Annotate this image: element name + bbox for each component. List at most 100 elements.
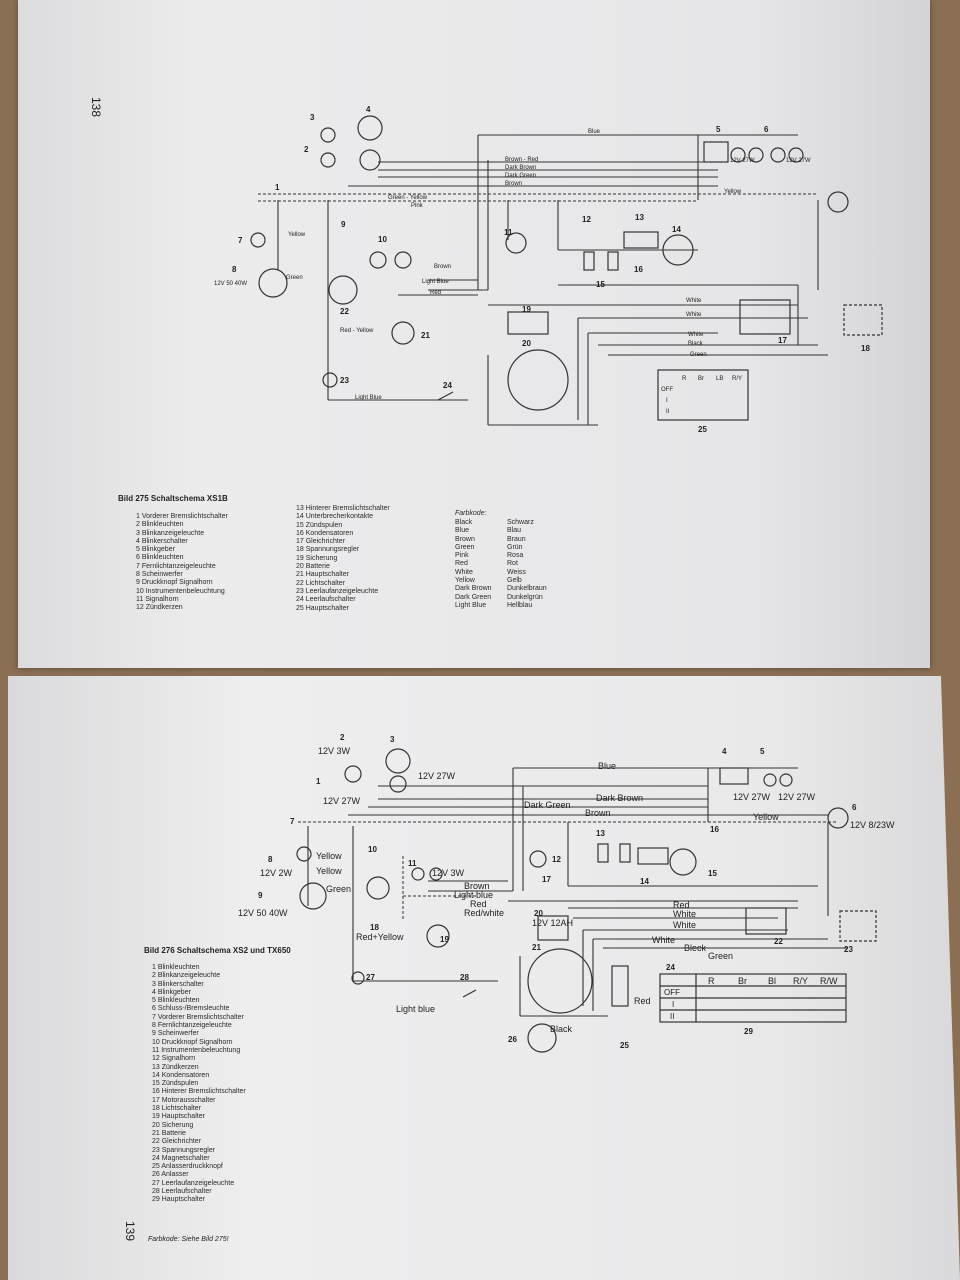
svg-text:20: 20 [522, 339, 531, 348]
svg-text:6: 6 [764, 125, 769, 134]
harness-wires [258, 134, 828, 426]
svg-text:12V 8/23W: 12V 8/23W [850, 820, 895, 830]
svg-text:R: R [682, 376, 687, 382]
svg-text:Yellow: Yellow [316, 851, 342, 861]
components [250, 115, 883, 421]
svg-text:12V 2W: 12V 2W [260, 868, 293, 878]
wire-label: White [688, 332, 704, 338]
svg-text:12V 27W: 12V 27W [323, 796, 361, 806]
legend-column-1: 1 Vorderer Bremslichtschalter 2 Blinkleu… [136, 513, 228, 613]
svg-text:Brown: Brown [464, 881, 490, 891]
svg-text:14: 14 [672, 225, 681, 234]
svg-text:White: White [673, 920, 696, 930]
wire-label: Green [286, 275, 303, 281]
svg-text:18: 18 [370, 923, 379, 932]
wire-label: Brown [434, 264, 451, 270]
legend-item: 23 Leerlaufanzeigeleuchte [296, 587, 379, 595]
svg-text:25: 25 [698, 425, 707, 434]
svg-text:2: 2 [340, 733, 345, 742]
legend-item: 2 Blinkanzeigeleuchte [152, 972, 221, 980]
svg-text:19: 19 [440, 935, 449, 944]
svg-text:Bleck: Bleck [684, 943, 707, 953]
svg-text:17: 17 [542, 875, 551, 884]
svg-text:7: 7 [290, 817, 295, 826]
legend-item: 8 Fernlichtanzeigeleuchte [152, 1022, 232, 1030]
svg-text:Red/white: Red/white [464, 908, 504, 918]
svg-text:12: 12 [552, 855, 561, 864]
color-code-reference: Farbkode: Siehe Bild 275! [148, 1236, 229, 1243]
svg-text:9: 9 [341, 220, 346, 229]
svg-text:White: White [673, 909, 696, 919]
color-code-title: Farbkode: [455, 510, 487, 517]
legend-item: 10 Druckknopf Signalhorn [152, 1038, 233, 1046]
legend-item: 18 Spannungsregler [296, 546, 360, 554]
wire-label: Pink [411, 203, 424, 209]
legend-item: 16 Hinterer Bremslichtschalter [152, 1088, 246, 1096]
svg-text:22: 22 [774, 937, 783, 946]
legend-item: 25 Hauptschalter [296, 604, 349, 612]
svg-text:12V 27W: 12V 27W [730, 158, 755, 164]
legend-item: 13 Zündkerzen [152, 1063, 199, 1071]
svg-text:OFF: OFF [661, 387, 673, 393]
legend-item: 20 Batterie [296, 563, 330, 571]
svg-text:II: II [666, 409, 670, 415]
legend-item: 9 Druckknopf Signalhorn [136, 579, 213, 587]
color-code-english: Black Blue Brown Green Pink Red White Ye… [455, 519, 492, 609]
wire-label: Dark Brown [505, 165, 536, 171]
svg-text:II: II [670, 1012, 674, 1021]
legend-item: 12 Zündkerzen [136, 604, 183, 612]
svg-text:12V 27W: 12V 27W [733, 792, 771, 802]
legend-item: 27 Leerlaufanzeigeleuchte [152, 1179, 235, 1187]
legend-item: 24 Leerlaufschalter [296, 596, 356, 604]
legend-item: 3 Blinkanzeigeleuchte [136, 529, 205, 537]
svg-text:9: 9 [258, 891, 263, 900]
svg-text:26: 26 [508, 1035, 517, 1044]
wire-label: Yellow [288, 232, 306, 238]
legend-item: 12 Signalhorn [152, 1055, 196, 1063]
wire-labels: Blue Dark Brown Dark Green Brown Yellow … [316, 761, 779, 1034]
svg-text:LB: LB [716, 376, 723, 382]
legend-item: 10 Instrumentenbeleuchtung [136, 587, 225, 595]
svg-text:12V 12AH: 12V 12AH [532, 918, 573, 928]
svg-text:16: 16 [634, 265, 643, 274]
svg-text:Brown: Brown [585, 808, 611, 818]
switch-table-29: R Br Bl R/Y R/W OFF I II [660, 974, 846, 1022]
page-138: 138 [18, 0, 930, 668]
svg-text:8: 8 [268, 855, 273, 864]
wire-label: Black [688, 341, 704, 347]
svg-text:R: R [708, 976, 715, 986]
svg-text:Dark Green: Dark Green [524, 800, 571, 810]
legend-item: 5 Blinkleuchten [152, 997, 200, 1005]
wire-label: Green [690, 352, 707, 358]
svg-text:15: 15 [708, 869, 717, 878]
harness-wires [298, 767, 848, 1017]
svg-text:27: 27 [366, 973, 375, 982]
legend-column-2: 13 Hinterer Bremslichtschalter 14 Unterb… [296, 505, 390, 613]
legend-item: 15 Zündspulen [296, 521, 343, 529]
legend-item: 13 Hinterer Bremslichtschalter [296, 505, 390, 512]
legend-item: 17 Gleichrichter [296, 538, 346, 546]
svg-text:12V 50 40W: 12V 50 40W [238, 908, 288, 918]
legend-item: 1 Blinkleuchten [152, 964, 200, 971]
svg-text:13: 13 [635, 213, 644, 222]
svg-text:16: 16 [710, 825, 719, 834]
svg-text:OFF: OFF [664, 988, 680, 997]
svg-text:10: 10 [378, 235, 387, 244]
wire-label: Dark Green [505, 173, 536, 179]
wiring-diagram-xs2-tx650: R Br Bl R/Y R/W OFF I II Blue Dark Brown… [238, 733, 895, 1053]
svg-text:Green: Green [708, 951, 733, 961]
figure-caption: Bild 276 Schaltschema XS2 und TX650 [144, 946, 291, 955]
legend-item: 19 Sicherung [296, 554, 338, 562]
svg-text:Br: Br [738, 976, 747, 986]
legend-item: 26 Anlasser [152, 1171, 189, 1179]
legend-item: 22 Gleichrichter [152, 1138, 202, 1146]
svg-text:17: 17 [778, 336, 787, 345]
svg-text:11: 11 [408, 859, 417, 868]
legend-item: 7 Vorderer Bremslichtschalter [152, 1013, 244, 1021]
wire-label: Brown [505, 181, 522, 187]
svg-text:10: 10 [368, 845, 377, 854]
legend-item: 20 Sicherung [152, 1121, 194, 1129]
svg-text:2: 2 [304, 145, 309, 154]
svg-text:24: 24 [443, 381, 452, 390]
wiring-diagram-xs1b: Blue Brown - Red Dark Brown Dark Green B… [214, 105, 883, 434]
